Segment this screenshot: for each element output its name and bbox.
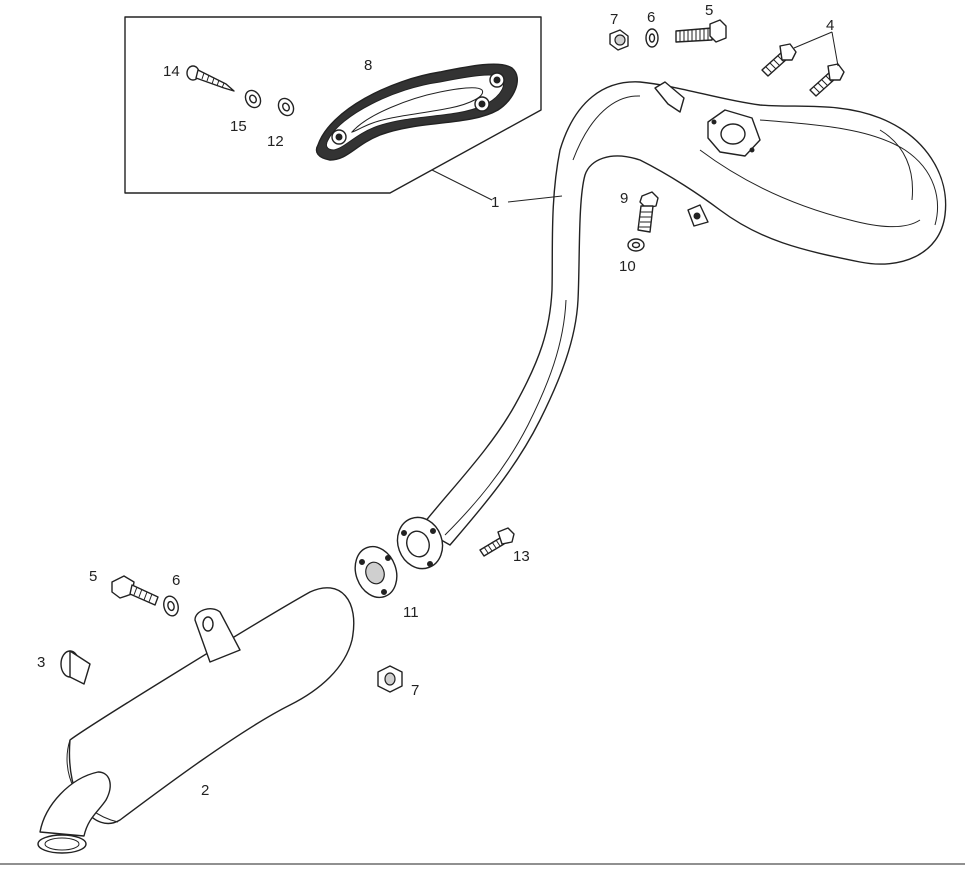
nut-7-bottom (377, 665, 403, 693)
label-12: 12 (267, 133, 284, 150)
label-4: 4 (826, 17, 834, 34)
washer-6-bottom (163, 595, 179, 617)
bolt-4a (761, 43, 797, 77)
label-9: 9 (620, 190, 628, 207)
label-1: 1 (491, 194, 499, 211)
bolt-4-leaders (793, 31, 839, 67)
label-5-bottom: 5 (89, 568, 97, 585)
label-7-top: 7 (610, 11, 618, 28)
screw-14 (186, 65, 235, 92)
callout-labels: 1 2 3 4 5 6 7 8 9 10 11 12 13 14 15 5 6 … (37, 2, 834, 799)
bolt-5-top (675, 19, 727, 43)
bolt-4b (809, 63, 845, 97)
label-14: 14 (163, 63, 180, 80)
label-5-top: 5 (705, 2, 713, 19)
label-11: 11 (403, 604, 419, 621)
washer-12 (277, 97, 295, 117)
nut-7-top (609, 29, 629, 51)
label-13: 13 (513, 548, 530, 565)
label-3: 3 (37, 654, 45, 671)
washer-10 (627, 238, 645, 252)
washer-6-top (645, 28, 659, 48)
silencer-2 (37, 587, 355, 854)
end-cap-3 (60, 650, 91, 685)
heat-shield-8 (315, 63, 518, 161)
washer-15 (244, 89, 262, 109)
gasket-11 (354, 545, 398, 599)
label-10: 10 (619, 258, 636, 275)
header-pipe-1 (396, 81, 947, 570)
label-7-bottom: 7 (411, 682, 419, 699)
label-8: 8 (364, 57, 372, 74)
label-6-top: 6 (647, 9, 655, 26)
heat-shield-inset-box (124, 16, 542, 201)
label-2: 2 (201, 782, 209, 799)
bolt-9 (637, 191, 659, 233)
label-6-bottom: 6 (172, 572, 180, 589)
label-15: 15 (230, 118, 247, 135)
bolt-5-bottom (111, 575, 159, 606)
bolt-13 (479, 527, 515, 557)
